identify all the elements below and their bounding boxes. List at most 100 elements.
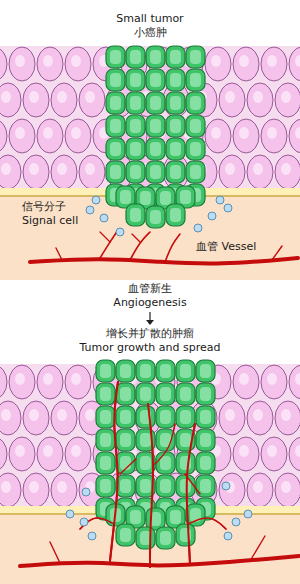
normal-cell <box>275 473 300 507</box>
tumor-cell-core <box>170 96 181 110</box>
cell-highlight <box>267 373 277 385</box>
tumor-cell-core <box>140 456 151 470</box>
tumor-cell-core <box>100 410 111 424</box>
tumor-cell <box>116 452 135 474</box>
tumor-cell <box>186 138 205 160</box>
tumor-cell <box>196 406 215 428</box>
tumor-cell-core <box>100 364 111 378</box>
tumor-cell-core <box>100 456 111 470</box>
signal-molecule <box>88 532 96 540</box>
tumor-cell <box>146 161 165 183</box>
tumor-cell-core <box>130 73 141 87</box>
tumor-cell <box>96 475 115 497</box>
cell-highlight <box>281 481 291 493</box>
signal-molecule <box>66 510 74 518</box>
signal-molecule <box>86 206 94 214</box>
cell-highlight <box>71 127 81 139</box>
tumor-cell-core <box>200 387 211 401</box>
tumor-cell <box>166 138 185 160</box>
normal-cell <box>289 47 300 81</box>
tumor-cell-core <box>190 165 201 179</box>
tumor-cell-core <box>160 410 171 424</box>
cell-highlight <box>57 409 67 421</box>
cell-highlight <box>1 91 11 103</box>
tumor-cell-core <box>140 479 151 493</box>
tumor-cell <box>116 475 135 497</box>
signal-molecule <box>92 196 100 204</box>
blood-vessel <box>20 382 299 567</box>
normal-cell <box>275 155 300 189</box>
cell-highlight <box>15 373 25 385</box>
cell-highlight <box>29 409 39 421</box>
cell-highlight <box>225 91 235 103</box>
cell-highlight <box>295 445 300 457</box>
signal-molecule <box>232 518 240 526</box>
normal-cell <box>0 47 7 81</box>
tumor-cell-core <box>120 479 131 493</box>
tumor-cell <box>136 383 155 405</box>
tumor-cell-core <box>110 96 121 110</box>
stroma <box>0 196 300 280</box>
tumor-cell-core <box>140 364 151 378</box>
tumor-cell <box>166 161 185 183</box>
vessel-branch <box>80 518 114 529</box>
cell-highlight <box>295 127 300 139</box>
signal-molecule <box>116 228 124 236</box>
tumor-cell-core <box>140 191 151 205</box>
tumor-cell <box>126 161 145 183</box>
tumor-cell <box>196 452 215 474</box>
cell-highlight <box>239 55 249 67</box>
cell-highlight <box>29 163 39 175</box>
tumor-cell-core <box>180 387 191 401</box>
tumor-cell-core <box>150 96 161 110</box>
tumor-cell-core <box>200 433 211 447</box>
normal-cell <box>219 473 245 507</box>
tumor-cell-core <box>170 50 181 64</box>
tumor-cell-core <box>120 456 131 470</box>
normal-cell <box>9 119 35 153</box>
tumor-cell-core <box>140 387 151 401</box>
vessel-branch <box>132 234 140 242</box>
tumor-cell-core <box>110 73 121 87</box>
vessel-branch <box>120 459 136 474</box>
tumor-cell-core <box>180 190 191 204</box>
cell-highlight <box>1 481 11 493</box>
tumor-cell-core <box>180 433 191 447</box>
normal-cell <box>51 83 77 117</box>
tumor-cell <box>96 429 115 451</box>
tumor-cell-core <box>130 208 141 222</box>
tumor-label: Small tumor <box>0 12 300 25</box>
cell-highlight <box>85 163 95 175</box>
normal-cell <box>23 473 49 507</box>
tumor-cell-core <box>190 96 201 110</box>
signal-molecule <box>244 510 252 518</box>
cell-highlight <box>71 373 81 385</box>
cell-highlight <box>71 55 81 67</box>
tumor-cell <box>156 383 175 405</box>
tumor-cell-core <box>200 410 211 424</box>
normal-cell <box>51 155 77 189</box>
vessel-branch <box>148 404 153 567</box>
normal-cell <box>0 155 21 189</box>
normal-cell <box>37 119 63 153</box>
cell-highlight <box>43 445 53 457</box>
tumor-cell <box>96 360 115 382</box>
tumor-cell-core <box>150 165 161 179</box>
tumor-cell <box>186 46 205 68</box>
vessel-branch <box>56 248 62 260</box>
tumor-cell <box>156 360 175 382</box>
cell-highlight <box>281 91 291 103</box>
tumor-cell-core <box>170 142 181 156</box>
tumor-cell-core <box>130 50 141 64</box>
tumor-cell <box>136 360 155 382</box>
tumor <box>106 46 205 228</box>
tumor-cell <box>126 115 145 137</box>
cell-highlight <box>239 445 249 457</box>
tumor-cell-core <box>170 510 181 524</box>
normal-cell <box>261 119 287 153</box>
cell-highlight <box>239 373 249 385</box>
tumor-cell <box>116 406 135 428</box>
tumor-cell-core <box>110 50 121 64</box>
cell-highlight <box>267 55 277 67</box>
signal-molecule <box>224 532 232 540</box>
